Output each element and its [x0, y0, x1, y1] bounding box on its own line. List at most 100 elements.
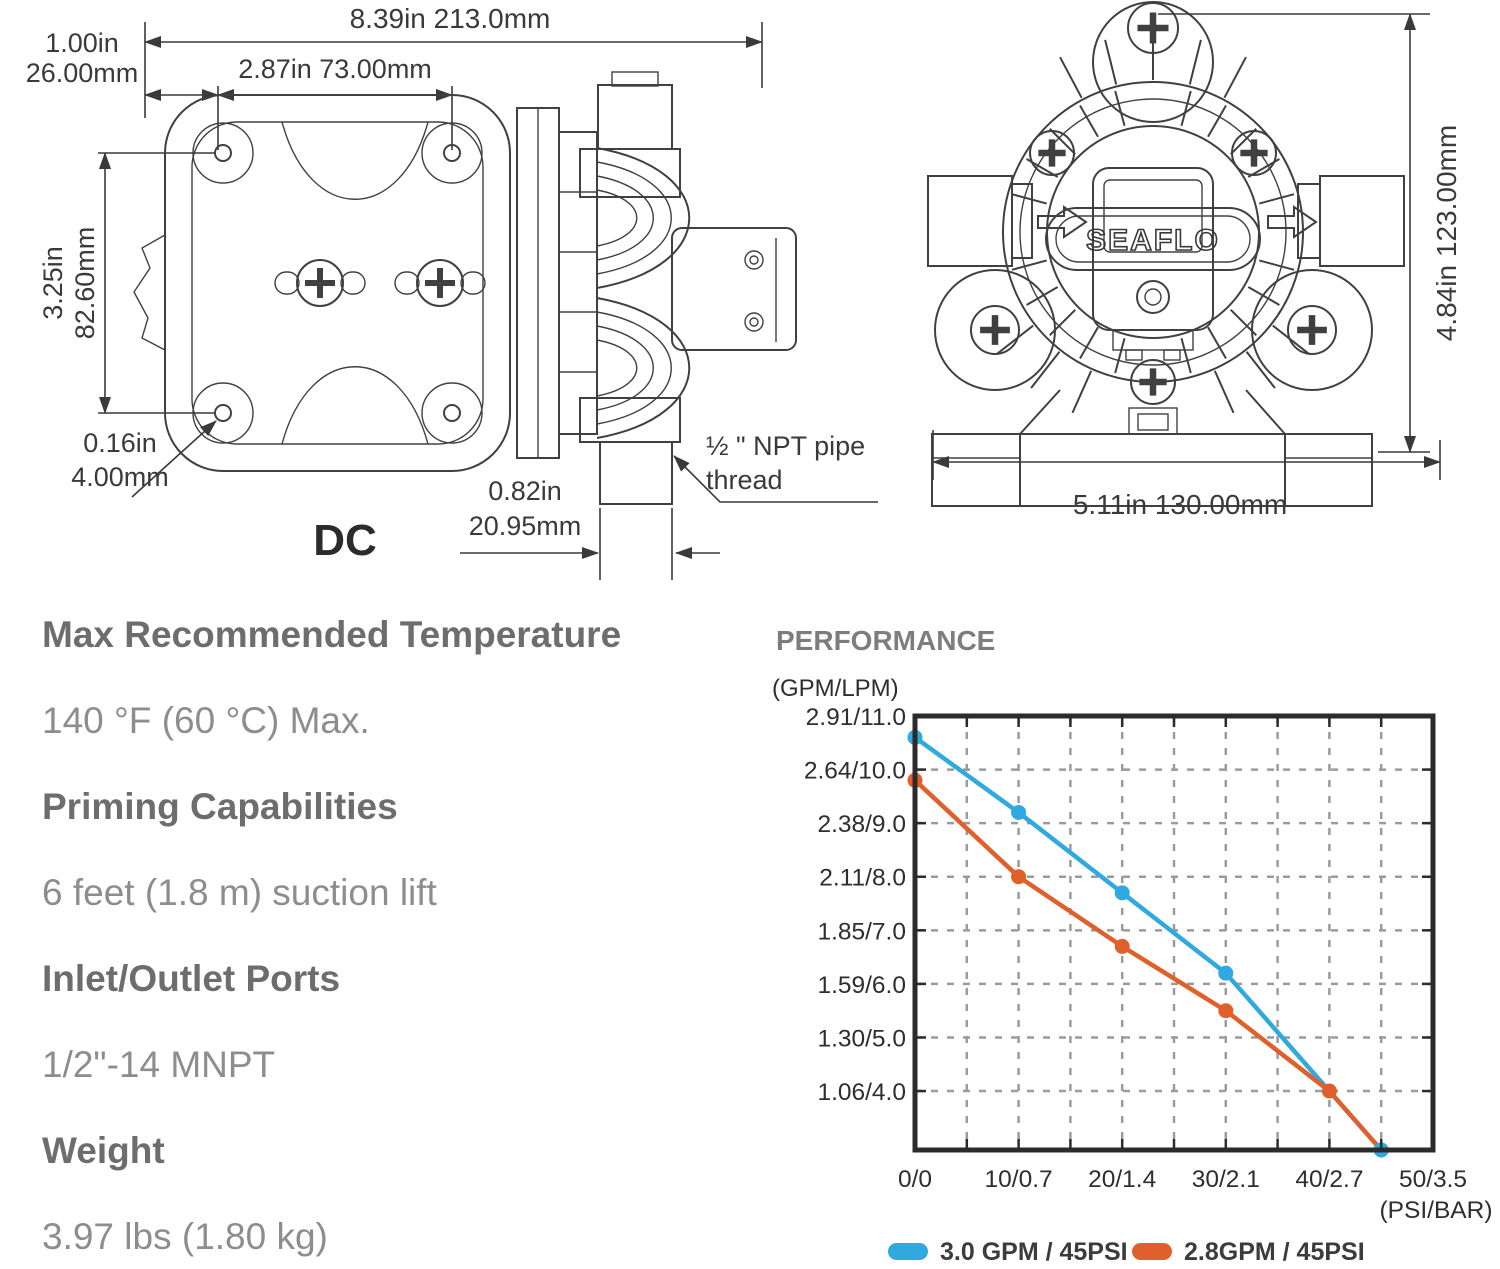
inlet-port: [927, 175, 1033, 267]
rib-fan-line: [1223, 56, 1247, 99]
chart-title: PERFORMANCE: [776, 625, 995, 656]
port-top: [579, 71, 681, 198]
thread-note-line1: ½ " NPT pipe: [706, 431, 865, 461]
rib-line: [1247, 286, 1280, 306]
rib-fan-line: [1059, 56, 1083, 99]
x-tick-label: 10/0.7: [985, 1166, 1053, 1193]
dimension-front-height: 4.84in 123.00mm: [1158, 13, 1462, 453]
pump-front-view-drawing: SEAFLO: [927, 1, 1462, 520]
dim-offset-label-in: 1.00in: [45, 28, 119, 58]
y-tick-label: 2.64/10.0: [804, 758, 906, 785]
chart-y-tick-labels: 2.91/11.02.64/10.02.38/9.02.11/8.01.85/7…: [804, 704, 906, 1106]
pressure-switch: SEAFLO: [1045, 167, 1261, 361]
data-point: [1321, 1083, 1337, 1099]
rib-line: [1258, 193, 1295, 205]
rib-line: [1049, 128, 1076, 155]
dim-port-label-in: 0.82in: [488, 476, 562, 506]
dimension-bracket-height: 3.25in 82.60mm: [38, 152, 216, 414]
dimension-front-width: 5.11in 130.00mm: [932, 430, 1441, 520]
dim-overall-width-label: 8.39in 213.0mm: [350, 3, 551, 34]
rib-line: [1011, 193, 1048, 205]
rib-line: [1079, 105, 1099, 138]
performance-chart: PERFORMANCE (GPM/LPM) 2.91/11.0 2.64/10.0…: [772, 625, 1493, 1266]
spec-value-temperature: 140 °F (60 °C) Max.: [42, 700, 370, 741]
mount-hole-bottom-left: [214, 404, 232, 422]
thread-note-line2: thread: [706, 465, 783, 495]
pump-side-view-drawing: 8.39in 213.0mm 1.00in 26.00mm 2.87in 73.…: [26, 3, 878, 580]
screw-right: [394, 259, 486, 307]
rib-line: [1207, 105, 1227, 138]
cross-screw: [970, 305, 1020, 355]
rib-line: [1011, 259, 1048, 271]
rib-line: [1114, 337, 1126, 374]
cross-screw: [1287, 305, 1337, 355]
data-point: [1218, 1003, 1234, 1019]
data-point: [1011, 804, 1027, 820]
cross-screw: [1231, 130, 1277, 176]
rib-fan-line: [1188, 39, 1202, 85]
y-tick-label: 2.11/8.0: [819, 865, 906, 892]
y-tick-label: 1.59/6.0: [817, 972, 906, 999]
cross-screw: [1130, 359, 1176, 405]
screw-left: [274, 259, 366, 307]
dim-front-height-label: 4.84in 123.00mm: [1431, 125, 1462, 341]
legend-swatch-orange: [1132, 1243, 1172, 1260]
dim-hole-spacing-label: 2.87in 73.00mm: [238, 54, 432, 84]
dimension-hole-spacing: 2.87in 73.00mm: [217, 54, 453, 150]
dim-hole-dia-label-in: 0.16in: [83, 428, 157, 458]
data-point: [1114, 885, 1130, 901]
chart-legend: 3.0 GPM / 45PSI 2.8GPM / 45PSI: [888, 1238, 1365, 1266]
cross-screw: [1127, 2, 1179, 54]
chart-y-axis-unit: (GPM/LPM): [772, 675, 899, 702]
diaphragm-dome-top: [596, 147, 690, 289]
dimension-overall-width: 8.39in 213.0mm: [144, 3, 763, 118]
dimension-edge-offset: 1.00in 26.00mm: [26, 28, 219, 150]
dim-offset-label-mm: 26.00mm: [26, 58, 139, 88]
series-line-0: [912, 735, 1384, 1153]
y-tick-label: 2.38/9.0: [817, 811, 906, 838]
rib-fan-line: [1245, 351, 1276, 389]
mount-hole-top-left: [214, 144, 232, 162]
bracket-clip: [133, 234, 166, 351]
rib-line: [1180, 90, 1192, 127]
cross-screw: [1029, 130, 1075, 176]
dimension-port-width: 0.82in 20.95mm: [460, 476, 720, 580]
brand-label: SEAFLO: [1086, 224, 1220, 257]
rib-line: [1026, 286, 1059, 306]
rib-line: [1049, 309, 1076, 336]
legend-swatch-blue: [888, 1243, 928, 1260]
spec-heading-temperature: Max Recommended Temperature: [42, 614, 622, 655]
x-tick-label: 0/0: [898, 1166, 932, 1193]
x-tick-label: 30/2.1: [1192, 1166, 1260, 1193]
chart-ticks: [915, 716, 1433, 1150]
dim-front-width-label: 5.11in 130.00mm: [1073, 489, 1287, 520]
y-tick-label: 1.06/4.0: [817, 1079, 906, 1106]
head-screws: [970, 2, 1337, 405]
rib-line: [1230, 309, 1257, 336]
rib-line: [1207, 326, 1227, 359]
spec-list: Max Recommended Temperature 140 °F (60 °…: [42, 612, 752, 1269]
flow-arrow-out: [1267, 205, 1318, 239]
x-tick-label: 50/3.5: [1399, 1166, 1467, 1193]
chart-series: [907, 729, 1389, 1158]
rib-fan-line: [1104, 39, 1118, 85]
spec-heading-ports: Inlet/Outlet Ports: [42, 958, 341, 999]
rib-fan-line: [1071, 370, 1093, 414]
y-tick-label: 2.91/11.0: [806, 704, 906, 731]
dim-height-label-mm: 82.60mm: [70, 227, 100, 340]
mounting-bracket: [133, 94, 511, 472]
pump-housing: [516, 71, 797, 505]
dim-height-label-in: 3.25in: [38, 246, 68, 320]
data-point: [1011, 869, 1027, 885]
rib-line: [1114, 90, 1126, 127]
rib-line: [1258, 259, 1295, 271]
legend-label-orange: 2.8GPM / 45PSI: [1184, 1238, 1365, 1266]
dim-hole-dia-label-mm: 4.00mm: [71, 462, 169, 492]
spec-heading-priming: Priming Capabilities: [42, 786, 398, 827]
y-tick-label: 1.30/5.0: [817, 1025, 906, 1052]
chart-gridlines: [915, 716, 1433, 1150]
dim-port-label-mm: 20.95mm: [469, 511, 582, 541]
spec-value-weight: 3.97 lbs (1.80 kg): [42, 1216, 328, 1257]
